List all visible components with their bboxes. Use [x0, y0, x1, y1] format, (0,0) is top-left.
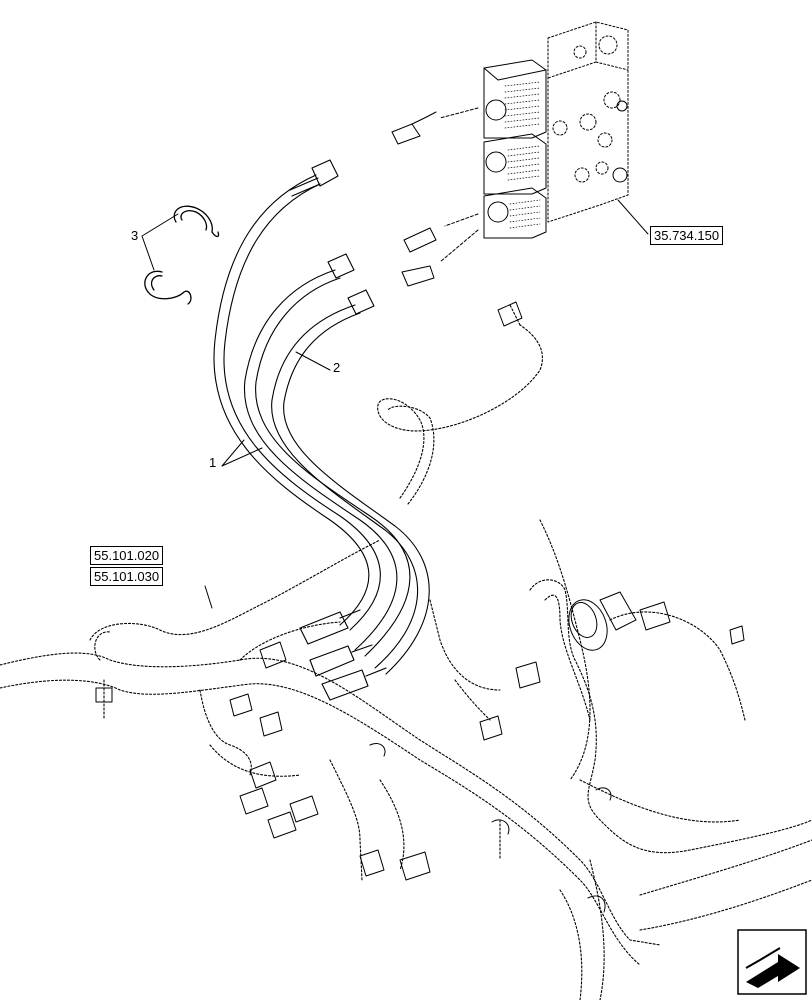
- callout-item-2: 2: [333, 360, 341, 375]
- valve-pigtails: [391, 107, 479, 287]
- ref-box-harness-a[interactable]: 55.101.020: [90, 546, 164, 565]
- cable-clamps: [141, 205, 220, 305]
- valve-block: [483, 21, 649, 239]
- next-page-arrow-icon[interactable]: [737, 929, 807, 995]
- callout-item-3: 3: [131, 228, 139, 243]
- chassis-harness: [0, 304, 812, 1000]
- ref-box-valve-block[interactable]: 35.734.150: [650, 226, 724, 245]
- callout-item-1: 1: [209, 455, 217, 470]
- ref-box-harness-b[interactable]: 55.101.030: [90, 567, 164, 586]
- chassis-connectors: [95, 301, 745, 913]
- solenoid-cables: [213, 159, 430, 701]
- callout-leaders: [204, 351, 331, 609]
